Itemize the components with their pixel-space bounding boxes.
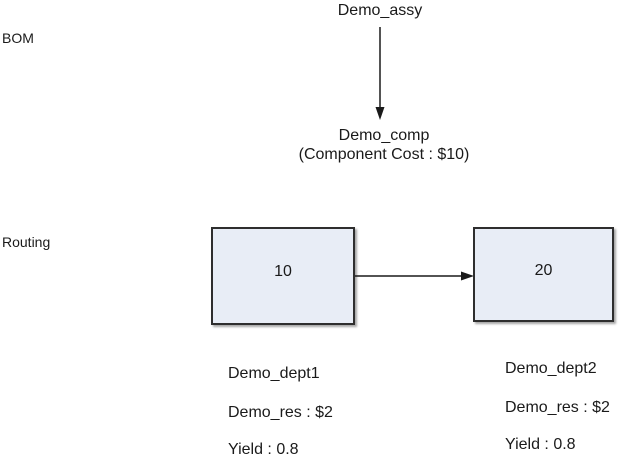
arrow-down-icon: [375, 27, 385, 120]
operation-2-yield: Yield : 0.8: [505, 436, 576, 453]
routing-section-label: Routing: [2, 234, 51, 250]
arrow-right-icon: [355, 271, 474, 281]
bom-component-cost: (Component Cost : $10): [298, 146, 470, 163]
routing-operation-box-1: 10: [211, 227, 355, 325]
operation-1-yield: Yield : 0.8: [228, 441, 299, 458]
bom-component-name: Demo_comp: [338, 127, 430, 144]
operation-2-resource: Demo_res : $2: [505, 399, 610, 416]
operation-number: 10: [274, 263, 292, 280]
bom-assembly-node: Demo_assy: [337, 2, 423, 19]
bom-section-label: BOM: [2, 30, 34, 46]
operation-2-department: Demo_dept2: [505, 360, 597, 377]
routing-operation-box-2: 20: [473, 227, 614, 322]
operation-1-resource: Demo_res : $2: [228, 404, 333, 421]
operation-number: 20: [534, 261, 553, 279]
operation-1-department: Demo_dept1: [228, 365, 320, 382]
bom-component-node: Demo_comp (Component Cost : $10): [284, 126, 484, 164]
